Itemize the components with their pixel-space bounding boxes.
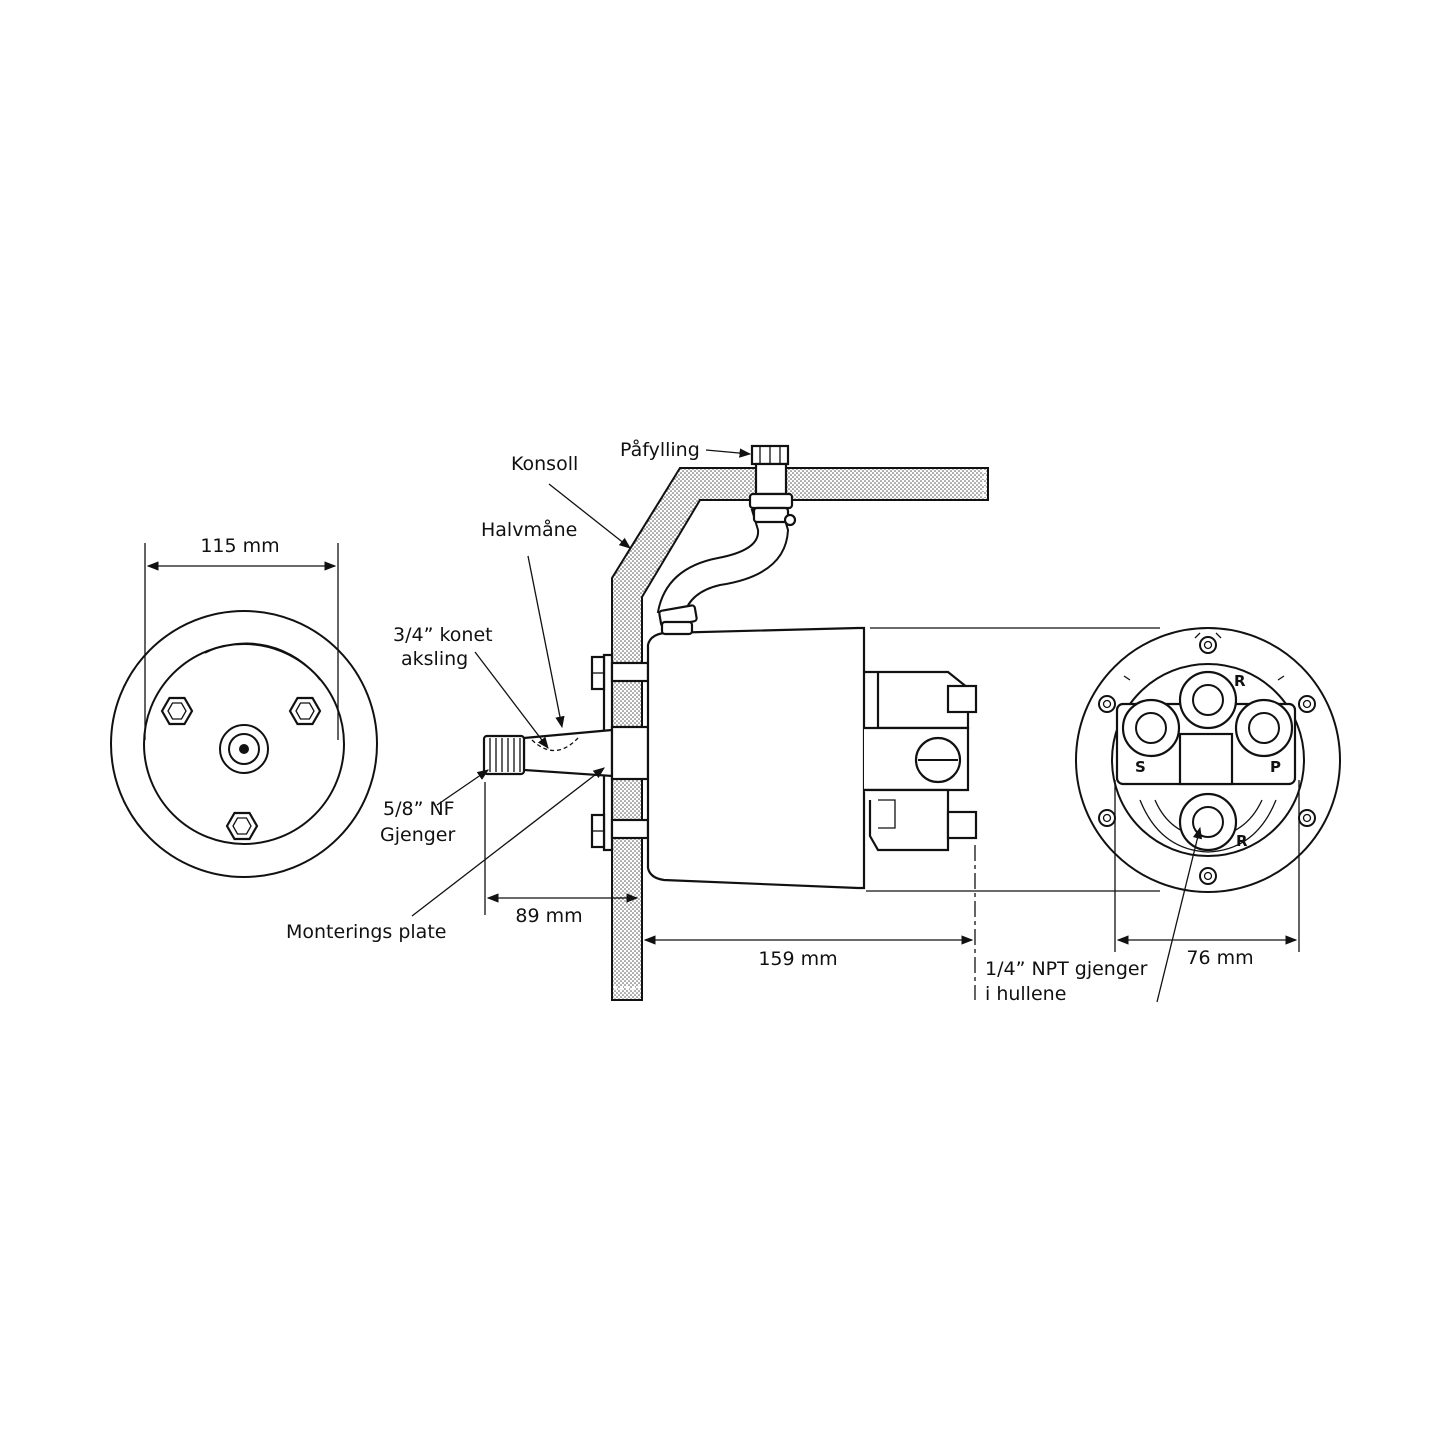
front-rim-highlight bbox=[204, 642, 321, 681]
bolt-upper bbox=[610, 661, 650, 683]
dim-159-label: 159 mm bbox=[758, 948, 837, 970]
port-label-s: S bbox=[1135, 758, 1146, 776]
label-npt-1: 1/4” NPT gjenger bbox=[985, 958, 1148, 980]
rear-inner-rim bbox=[1111, 663, 1305, 857]
port-p bbox=[1234, 698, 1294, 758]
tapered-shaft bbox=[522, 728, 614, 778]
label-pafylling: Påfylling bbox=[620, 438, 700, 461]
bolt-lower bbox=[610, 818, 650, 840]
port-label-r-bottom: R bbox=[1236, 832, 1248, 850]
front-outer-rim bbox=[110, 610, 378, 878]
hub-mid bbox=[228, 733, 260, 765]
nut-lower-side bbox=[590, 813, 606, 849]
rear-view: R S P R 76 mm 1/4” NPT gjenger i hullene bbox=[985, 627, 1341, 1005]
valve-block bbox=[864, 670, 978, 852]
dim-115-label: 115 mm bbox=[200, 535, 279, 557]
leader-pafylling bbox=[705, 448, 752, 458]
port-label-p: P bbox=[1270, 758, 1281, 776]
label-nf-1: 5/8” NF bbox=[383, 798, 455, 820]
rear-outer-rim bbox=[1075, 627, 1341, 893]
fill-fitting bbox=[656, 444, 797, 636]
label-halvmane: Halvmåne bbox=[481, 518, 577, 541]
nut-top-left bbox=[160, 696, 194, 726]
nut-bottom bbox=[225, 811, 259, 841]
console-panel bbox=[611, 467, 989, 1001]
label-konet-1: 3/4” konet bbox=[393, 624, 493, 646]
rear-inner-ring bbox=[1139, 799, 1277, 853]
threaded-end bbox=[482, 734, 526, 776]
pump-body bbox=[646, 626, 866, 890]
front-inner-rim bbox=[143, 643, 345, 845]
leader-halvmane bbox=[527, 555, 565, 729]
hub-outer bbox=[219, 724, 269, 774]
hub-center bbox=[239, 744, 249, 754]
leader-konsoll bbox=[548, 483, 631, 549]
port-block-center bbox=[1178, 732, 1234, 786]
nut-top-right bbox=[288, 696, 322, 726]
leader-konet bbox=[474, 651, 549, 749]
side-view: Påfylling Konsoll Halvmåne 3/4” konet ak… bbox=[286, 438, 1160, 1001]
rim-holes bbox=[1098, 632, 1316, 885]
dim-89-label: 89 mm bbox=[515, 905, 582, 927]
port-r-top bbox=[1178, 670, 1238, 730]
label-nf-2: Gjenger bbox=[380, 824, 455, 846]
port-label-r-top: R bbox=[1234, 672, 1246, 690]
front-view: 115 mm bbox=[110, 535, 378, 878]
label-npt-2: i hullene bbox=[985, 983, 1066, 1005]
port-s bbox=[1121, 698, 1181, 758]
label-monterings-plate: Monterings plate bbox=[286, 921, 446, 943]
leader-npt bbox=[1156, 826, 1203, 1003]
dim-76-label: 76 mm bbox=[1186, 947, 1253, 969]
leader-monterings bbox=[411, 767, 605, 917]
label-konet-2: aksling bbox=[401, 648, 468, 670]
port-r-bottom bbox=[1178, 792, 1238, 852]
label-konsoll: Konsoll bbox=[511, 453, 578, 475]
shaft-collar bbox=[610, 725, 650, 781]
leader-nf bbox=[436, 769, 489, 806]
nut-upper-side bbox=[590, 655, 606, 691]
